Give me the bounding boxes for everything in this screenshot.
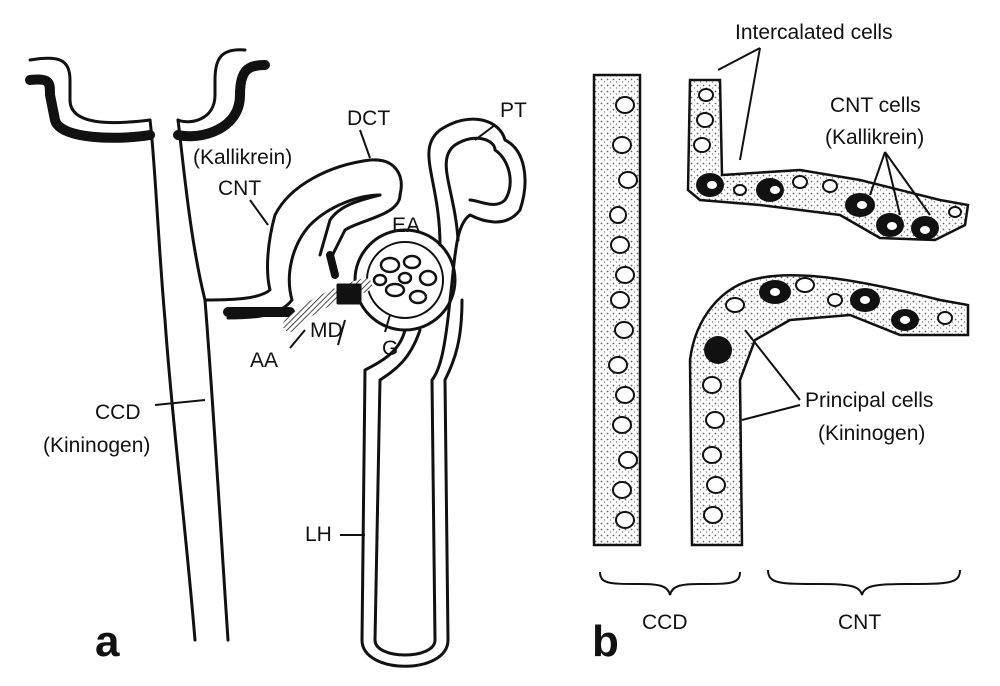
label-ccd-a: CCD xyxy=(95,401,141,424)
collecting-duct-inner xyxy=(176,118,230,642)
panel-b-leaders xyxy=(717,47,931,421)
braces xyxy=(599,569,961,596)
label-intercalated-cells: Intercalated cells xyxy=(735,21,893,44)
label-lh: LH xyxy=(305,523,332,546)
label-cnt-cells: CNT cells xyxy=(830,94,921,117)
cnt-segment xyxy=(203,158,403,302)
cnt-lower-epithelium xyxy=(688,274,970,547)
top-left-loop xyxy=(28,56,152,125)
cnt-upper-epithelium xyxy=(686,78,970,242)
loop-of-henle xyxy=(373,298,452,657)
label-cnt-a: CNT xyxy=(218,177,262,200)
panel-b-letter: b xyxy=(592,617,619,666)
label-ccd-b: CCD xyxy=(642,611,688,634)
collecting-duct-outer xyxy=(148,118,197,642)
label-pt: PT xyxy=(500,99,527,122)
label-md: MD xyxy=(310,319,343,342)
label-cnt-b: CNT xyxy=(838,611,882,634)
label-principal-cells: Principal cells xyxy=(805,389,934,412)
label-ea: EA xyxy=(392,214,421,237)
dct-loop xyxy=(328,193,402,262)
ccd-epithelium xyxy=(592,73,642,547)
label-aa: AA xyxy=(250,349,279,372)
panel-a-drawing xyxy=(25,48,527,668)
label-kallikrein-b: (Kallikrein) xyxy=(825,126,925,149)
label-kallikrein-a: (Kallikrein) xyxy=(193,146,293,169)
label-kininogen-a: (Kininogen) xyxy=(43,434,151,457)
label-kininogen-b: (Kininogen) xyxy=(818,422,926,445)
label-g: G xyxy=(382,337,399,360)
panel-a-leaders xyxy=(154,124,496,536)
panel-a-letter: a xyxy=(95,617,120,666)
pt-loop xyxy=(427,117,527,302)
top-right-loop xyxy=(176,48,247,124)
label-dct: DCT xyxy=(347,107,391,130)
glomerulus-tuft xyxy=(372,254,438,305)
